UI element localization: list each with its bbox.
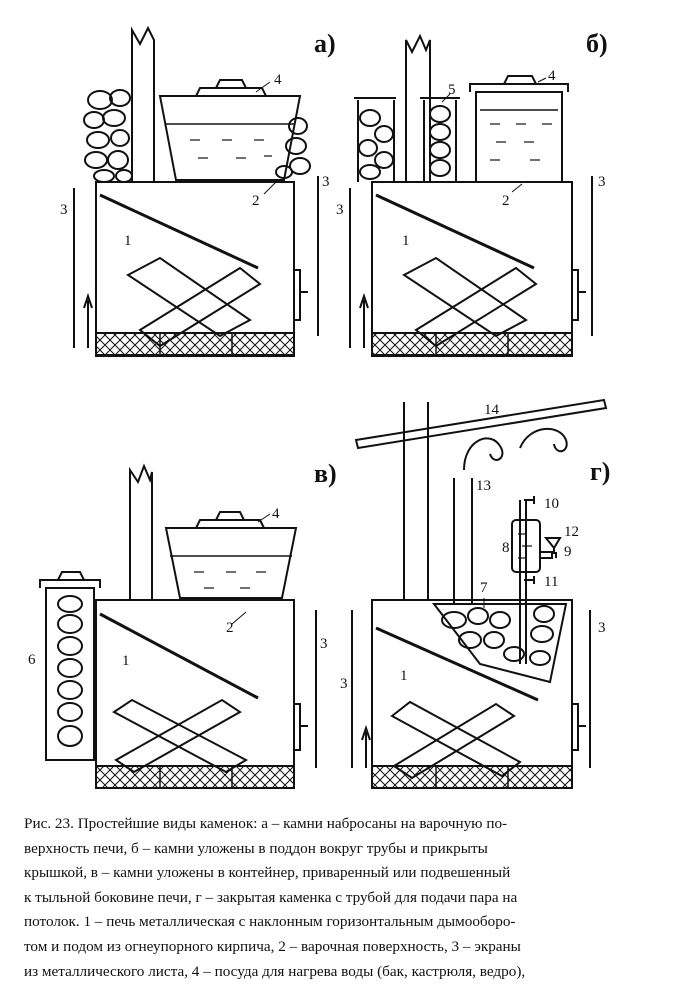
air-arrow — [83, 292, 93, 348]
chimney — [129, 463, 153, 600]
tank-lid — [469, 75, 569, 92]
stone-tray — [420, 97, 460, 182]
caption-line: из металлического листа, 4 – посуда для … — [24, 962, 526, 980]
steam — [463, 427, 568, 471]
panel-b: б) 4 5 1 2 3 3 — [336, 29, 608, 357]
firebrick-hearth — [95, 332, 295, 356]
label-3-left: 3 — [336, 202, 344, 218]
water-tank — [475, 91, 563, 183]
stones — [441, 605, 555, 666]
label-14: 14 — [484, 402, 500, 418]
firewood — [112, 698, 249, 774]
caption-line: том и подом из огнеупорного кирпича, 2 –… — [24, 937, 521, 955]
stones — [83, 89, 133, 183]
valve-10 — [524, 496, 535, 504]
label-11: 11 — [544, 574, 558, 590]
caption-line: потолок. 1 – печь металлическая с наклон… — [24, 913, 516, 931]
stones — [57, 595, 83, 747]
label-5: 5 — [448, 82, 456, 98]
label-1: 1 — [400, 668, 408, 684]
label-10: 10 — [544, 496, 559, 512]
firewood — [402, 256, 538, 348]
stones — [358, 109, 394, 180]
firebrick-hearth — [371, 765, 573, 789]
figure-caption: Рис. 23. Простейшие виды каменок: а – ка… — [24, 812, 656, 984]
stones — [275, 117, 311, 179]
chimney — [131, 25, 155, 182]
valve-11 — [524, 576, 535, 584]
label-2: 2 — [252, 193, 260, 209]
funnel-12 — [543, 537, 562, 554]
smoke-baffle — [99, 612, 259, 700]
panel-letter: в) — [314, 459, 337, 488]
water-pot — [164, 527, 298, 599]
smoke-baffle — [375, 193, 535, 270]
water-vessel — [511, 519, 541, 573]
caption-line: к тыльной боковине печи, г – закрытая ка… — [24, 888, 518, 906]
pot-lid — [195, 79, 267, 97]
label-6: 6 — [28, 652, 36, 668]
stove-door — [294, 269, 301, 321]
firebrick-hearth — [95, 765, 295, 789]
label-2: 2 — [226, 620, 234, 636]
label-4: 4 — [548, 68, 556, 84]
water-pot — [158, 95, 302, 181]
panel-letter: а) — [314, 29, 336, 58]
smoke-baffle — [375, 626, 539, 702]
smoke-baffle — [99, 193, 259, 270]
label-3-left: 3 — [60, 202, 68, 218]
valve-9 — [540, 551, 557, 559]
chimney — [405, 33, 431, 182]
air-arrow — [361, 724, 371, 768]
panel-letter: б) — [586, 29, 608, 58]
label-3-right: 3 — [322, 174, 330, 190]
label-3: 3 — [320, 636, 328, 652]
stone-tray — [354, 97, 396, 182]
label-3-right: 3 — [598, 174, 606, 190]
label-1: 1 — [122, 653, 130, 669]
label-13: 13 — [476, 478, 491, 494]
label-1: 1 — [402, 233, 410, 249]
label-3-left: 3 — [340, 676, 348, 692]
closed-stone-chamber — [431, 603, 568, 684]
stones — [429, 105, 451, 177]
label-4: 4 — [272, 506, 280, 522]
label-8: 8 — [502, 540, 510, 556]
firewood — [126, 256, 262, 348]
panel-letter: г) — [590, 457, 610, 486]
label-12: 12 — [564, 524, 579, 540]
label-7: 7 — [480, 580, 488, 596]
firewood — [390, 700, 522, 780]
stone-container — [45, 587, 95, 761]
caption-line: крышкой, в – камни уложены в контейнер, … — [24, 864, 511, 882]
air-arrow — [359, 292, 369, 348]
container-lid — [39, 571, 101, 588]
pot-lid — [195, 511, 265, 529]
label-2: 2 — [502, 193, 510, 209]
label-4: 4 — [274, 72, 282, 88]
panel-v: в) 4 1 2 3 6 — [28, 459, 337, 789]
caption-line: Рис. 23. Простейшие виды каменок: а – ка… — [24, 815, 508, 832]
panel-a: а) 4 1 2 3 3 — [60, 25, 336, 357]
label-1: 1 — [124, 233, 132, 249]
firebrick-hearth — [371, 332, 573, 356]
label-3-right: 3 — [598, 620, 606, 636]
stove-door — [572, 269, 579, 321]
label-9: 9 — [564, 544, 572, 560]
ceiling-board — [354, 398, 608, 450]
caption-line: верхность печи, б – камни уложены в подд… — [24, 839, 488, 857]
panel-g: г) 14 13 10 12 8 9 11 7 1 3 3 — [340, 398, 610, 789]
sauna-stove-diagram: а) 4 1 2 3 3 — [28, 25, 610, 789]
